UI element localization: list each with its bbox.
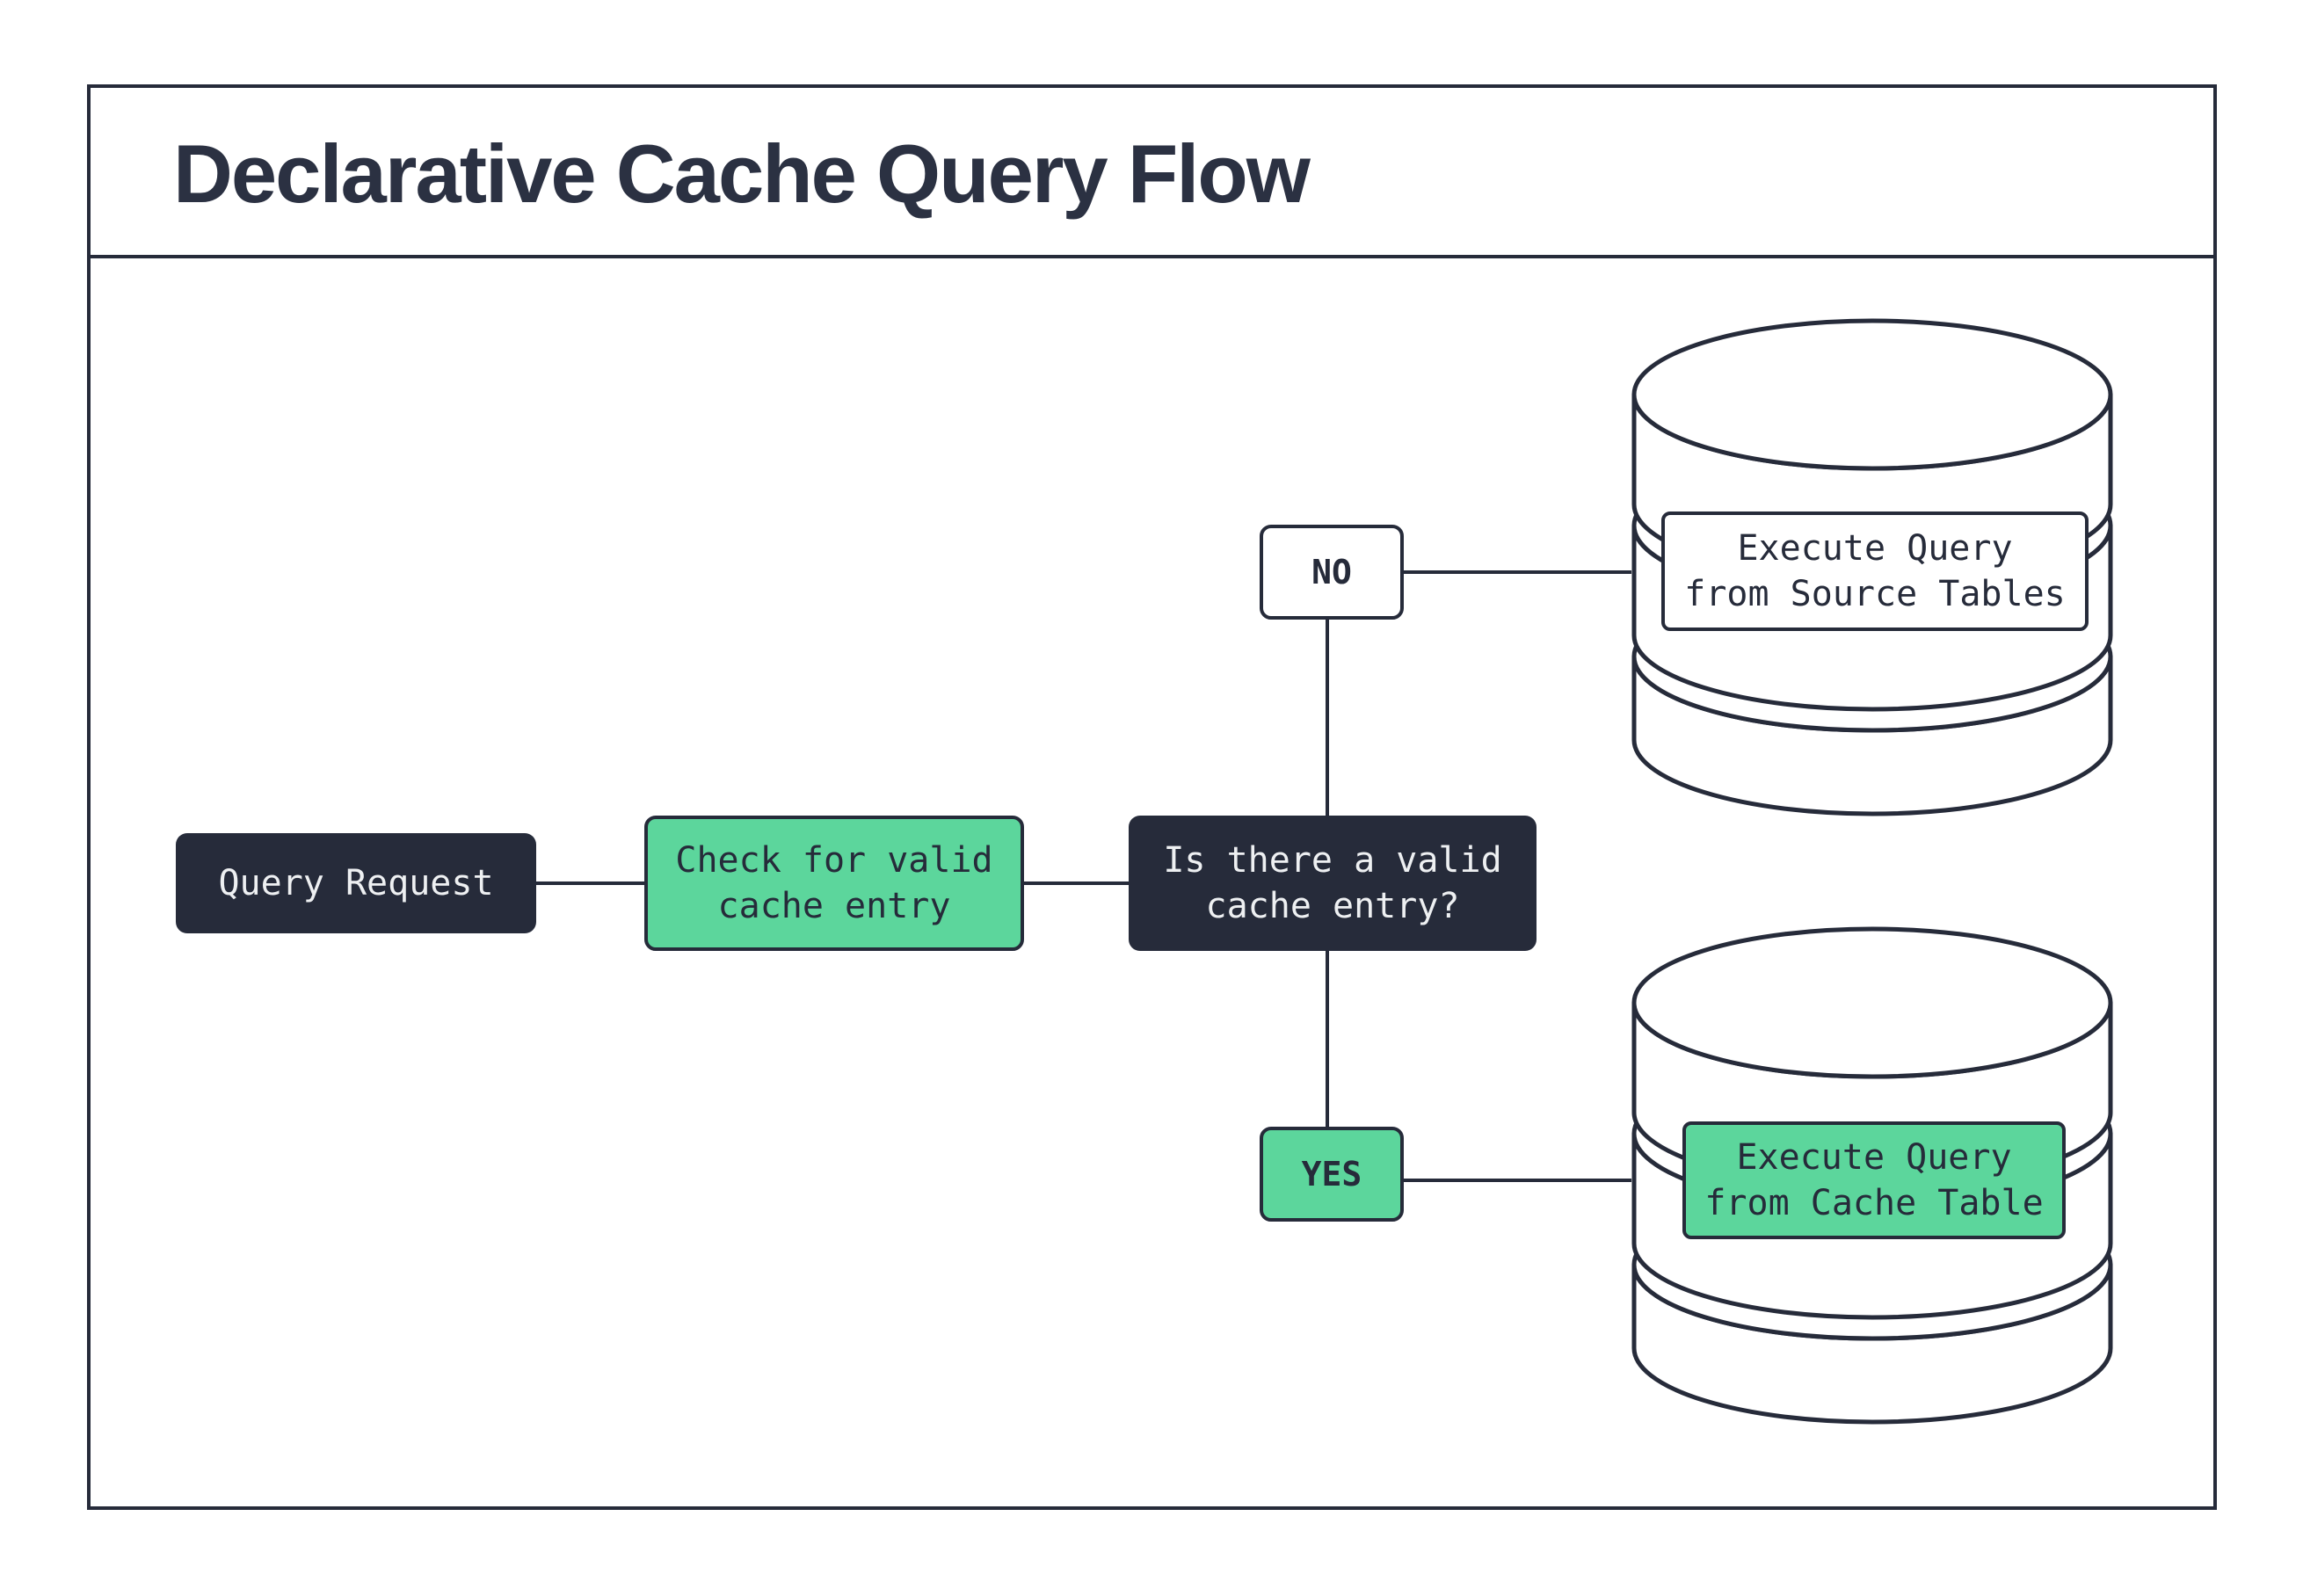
node-query-request-label: Query Request — [218, 863, 494, 903]
node-no-branch: NO — [1260, 525, 1404, 620]
diagram-frame — [87, 84, 2217, 1510]
node-cache-question-line2: cache entry? — [1205, 886, 1460, 926]
node-execute-cache-line1: Execute Query — [1736, 1137, 2012, 1178]
node-cache-question-line1: Is there a valid — [1163, 840, 1502, 881]
header-divider — [87, 255, 2217, 258]
connector-question-to-no — [1326, 619, 1329, 817]
node-no-branch-label: NO — [1311, 553, 1352, 591]
node-execute-source: Execute Query from Source Tables — [1661, 511, 2089, 631]
node-execute-source-line1: Execute Query — [1737, 528, 2013, 569]
node-check-cache: Check for valid cache entry — [644, 816, 1024, 951]
diagram-title: Declarative Cache Query Flow — [173, 127, 1311, 220]
node-cache-question: Is there a valid cache entry? — [1129, 816, 1537, 951]
connector-check-to-question — [1024, 881, 1130, 885]
node-query-request: Query Request — [176, 833, 536, 933]
connector-yes-to-cache-db — [1403, 1179, 1631, 1182]
node-execute-cache-line2: from Cache Table — [1704, 1183, 2044, 1223]
node-yes-branch: YES — [1260, 1127, 1404, 1222]
node-execute-cache: Execute Query from Cache Table — [1682, 1121, 2066, 1239]
node-check-cache-line1: Check for valid — [675, 840, 993, 881]
connector-no-to-source-db — [1403, 570, 1631, 574]
node-execute-source-line2: from Source Tables — [1684, 574, 2066, 614]
node-check-cache-line2: cache entry — [717, 886, 951, 926]
node-yes-branch-label: YES — [1301, 1155, 1362, 1193]
connector-query-to-check — [536, 881, 646, 885]
connector-question-to-yes — [1326, 950, 1329, 1128]
